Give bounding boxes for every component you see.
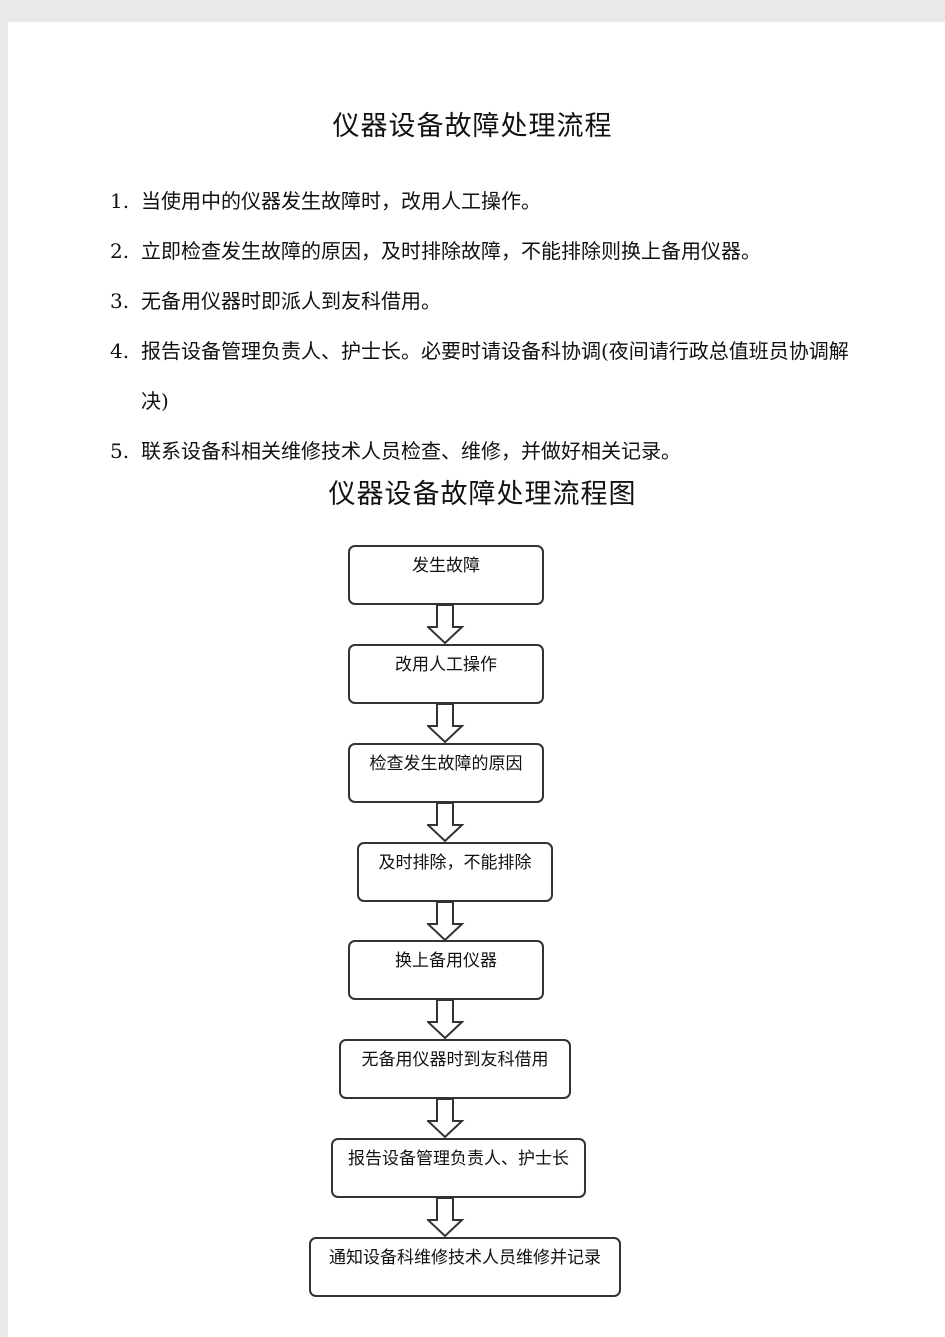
flowchart-title: 仪器设备故障处理流程图 — [328, 479, 637, 510]
flow-node: 无备用仪器时到友科借用 — [339, 1039, 571, 1099]
down-arrow-icon — [427, 1000, 465, 1040]
document-title: 仪器设备故障处理流程 — [332, 111, 613, 142]
step-text: 报告设备管理负责人、护士长。必要时请设备科协调(夜间请行政总值班员协调解决) — [141, 339, 849, 413]
step-number: 5. — [110, 439, 130, 463]
step-list: 1. 当使用中的仪器发生故障时，改用人工操作。 2. 立即检查发生故障的原因，及… — [110, 176, 870, 476]
down-arrow-icon — [427, 1198, 465, 1238]
step-number: 3. — [110, 289, 130, 313]
flow-node-label: 通知设备科维修技术人员维修并记录 — [329, 1248, 601, 1268]
flow-node: 通知设备科维修技术人员维修并记录 — [309, 1237, 621, 1297]
step-text: 当使用中的仪器发生故障时，改用人工操作。 — [141, 189, 541, 213]
flow-node-label: 报告设备管理负责人、护士长 — [348, 1149, 569, 1169]
step-text: 无备用仪器时即派人到友科借用。 — [141, 289, 441, 313]
flow-node: 报告设备管理负责人、护士长 — [331, 1138, 586, 1198]
step-item: 5. 联系设备科相关维修技术人员检查、维修，并做好相关记录。 — [110, 426, 870, 476]
flow-node-label: 发生故障 — [412, 556, 480, 576]
flow-node: 发生故障 — [348, 545, 544, 605]
flow-node: 及时排除，不能排除 — [357, 842, 553, 902]
step-item: 4. 报告设备管理负责人、护士长。必要时请设备科协调(夜间请行政总值班员协调解决… — [110, 326, 870, 426]
step-text: 联系设备科相关维修技术人员检查、维修，并做好相关记录。 — [141, 439, 681, 463]
step-text: 立即检查发生故障的原因，及时排除故障，不能排除则换上备用仪器。 — [141, 239, 761, 263]
flow-node-label: 改用人工操作 — [395, 655, 497, 675]
step-number: 1. — [110, 189, 130, 213]
step-number: 2. — [110, 239, 130, 263]
flow-node-label: 及时排除，不能排除 — [378, 853, 532, 873]
flow-node: 换上备用仪器 — [348, 940, 544, 1000]
flow-node-label: 检查发生故障的原因 — [369, 754, 523, 774]
down-arrow-icon — [427, 605, 465, 645]
step-item: 1. 当使用中的仪器发生故障时，改用人工操作。 — [110, 176, 870, 226]
flow-node-label: 换上备用仪器 — [395, 951, 497, 971]
flow-node: 检查发生故障的原因 — [348, 743, 544, 803]
step-number: 4. — [110, 339, 130, 363]
flow-node: 改用人工操作 — [348, 644, 544, 704]
down-arrow-icon — [427, 803, 465, 843]
step-item: 3. 无备用仪器时即派人到友科借用。 — [110, 276, 870, 326]
step-item: 2. 立即检查发生故障的原因，及时排除故障，不能排除则换上备用仪器。 — [110, 226, 870, 276]
down-arrow-icon — [427, 902, 465, 942]
down-arrow-icon — [427, 1099, 465, 1139]
down-arrow-icon — [427, 704, 465, 744]
flow-node-label: 无备用仪器时到友科借用 — [361, 1050, 549, 1070]
